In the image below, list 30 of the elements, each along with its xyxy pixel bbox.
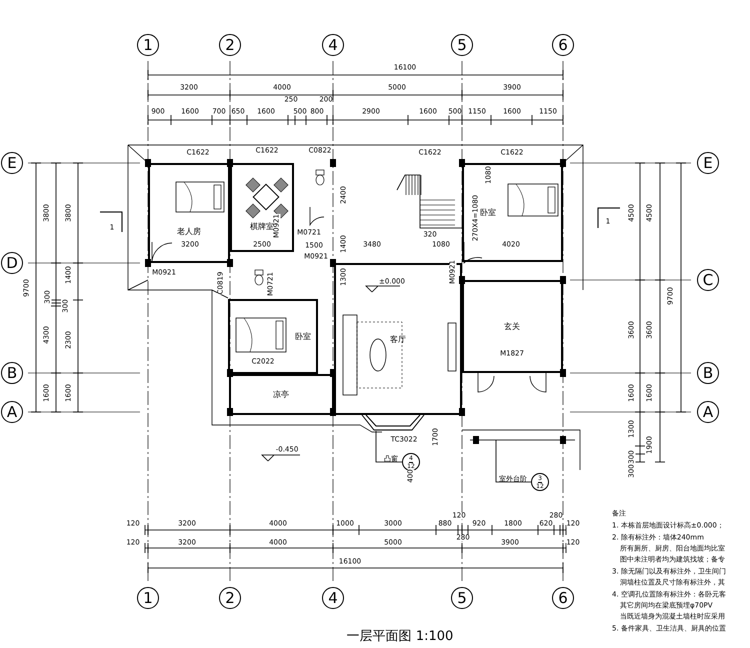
axis-bubble: 4 [322, 34, 344, 56]
room-name: 卧室 [295, 330, 311, 342]
room-name: 棋牌室 [250, 220, 274, 232]
room-name: 客厅 [390, 334, 406, 344]
axis-bubble: 5 [451, 587, 473, 609]
axis-bubble: E [1, 152, 23, 174]
axis-bubble: E [697, 152, 719, 174]
room-area [228, 374, 334, 414]
axis-bubble: 6 [552, 34, 574, 56]
room-name: 凉亭 [273, 388, 289, 400]
axis-bubble: 1 [137, 34, 159, 56]
axis-bubble: 2 [219, 34, 241, 56]
drawing-caption: 一层平面图 1:100 [346, 630, 454, 643]
room-area [148, 163, 230, 263]
room-name: 老人房 [177, 226, 201, 236]
axis-bubble: D [1, 252, 23, 274]
leader-line [496, 440, 532, 482]
room-name: 卧室 [480, 206, 496, 218]
axis-bubble: 4 [322, 587, 344, 609]
axis-bubble: 2 [219, 587, 241, 609]
axis-bubble: B [1, 362, 23, 384]
room-name: 玄关 [504, 320, 520, 332]
axis-bubble: A [1, 401, 23, 423]
axis-bubble: C [697, 269, 719, 291]
axis-bubble: 6 [552, 587, 574, 609]
axis-bubble: 5 [451, 34, 473, 56]
axis-bubble: A [697, 401, 719, 423]
axis-bubble: 1 [137, 587, 159, 609]
axis-bubble: B [697, 362, 719, 384]
leader-line [376, 430, 402, 462]
